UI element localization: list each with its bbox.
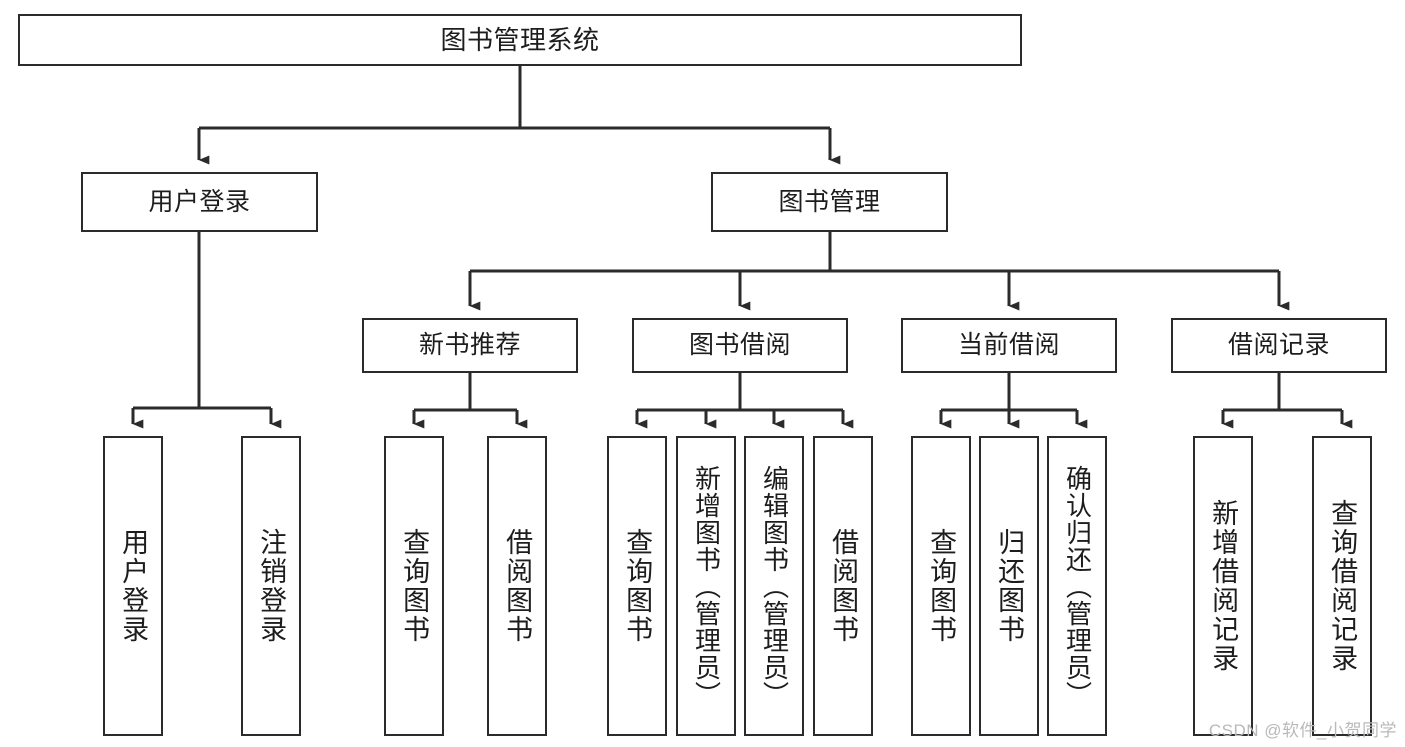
node-label: 确认归还（管理员）	[1062, 464, 1093, 708]
node-current-borrow[interactable]: 当前借阅	[901, 318, 1117, 373]
node-leaf-edit-book[interactable]: 编辑图书（管理员）	[744, 436, 804, 736]
node-new-book-recommend[interactable]: 新书推荐	[362, 318, 578, 373]
node-leaf-add-book[interactable]: 新增图书（管理员）	[676, 436, 736, 736]
node-book-management-system[interactable]: 图书管理系统	[18, 14, 1022, 66]
node-label: 借阅记录	[1227, 331, 1330, 359]
node-leaf-return-book[interactable]: 归还图书	[979, 436, 1039, 736]
node-label: 编辑图书（管理员）	[759, 464, 790, 708]
node-borrow-record[interactable]: 借阅记录	[1171, 318, 1387, 373]
node-leaf-add-record[interactable]: 新增借阅记录	[1193, 436, 1253, 736]
node-label: 当前借阅	[957, 331, 1060, 359]
node-label: 查询图书	[926, 528, 957, 644]
node-label: 用户登录	[148, 187, 251, 216]
node-label: 新增图书（管理员）	[691, 464, 722, 708]
node-label: 归还图书	[994, 528, 1025, 644]
node-leaf-borrow-book-2[interactable]: 借阅图书	[813, 436, 873, 736]
node-label: 借阅图书	[828, 528, 859, 644]
node-label: 图书管理	[778, 187, 881, 216]
node-label: 图书管理系统	[440, 25, 600, 55]
node-leaf-logout-login[interactable]: 注销登录	[241, 436, 301, 736]
node-book-borrow[interactable]: 图书借阅	[632, 318, 848, 373]
node-label: 注销登录	[256, 528, 287, 644]
watermark-text: CSDN @软件_小贺同学	[1208, 721, 1397, 740]
node-label: 新增借阅记录	[1208, 499, 1239, 673]
node-book-management[interactable]: 图书管理	[711, 172, 948, 232]
node-user-login[interactable]: 用户登录	[81, 172, 318, 232]
node-label: 新书推荐	[418, 331, 521, 359]
node-label: 图书借阅	[688, 331, 791, 359]
node-leaf-query-record[interactable]: 查询借阅记录	[1312, 436, 1372, 736]
node-label: 查询图书	[399, 528, 430, 644]
node-leaf-confirm-return[interactable]: 确认归还（管理员）	[1047, 436, 1107, 736]
node-label: 查询图书	[622, 528, 653, 644]
node-leaf-user-login[interactable]: 用户登录	[103, 436, 163, 736]
node-leaf-query-book-1[interactable]: 查询图书	[384, 436, 444, 736]
node-label: 查询借阅记录	[1327, 499, 1358, 673]
node-label: 用户登录	[118, 528, 149, 644]
node-leaf-borrow-book-1[interactable]: 借阅图书	[487, 436, 547, 736]
node-label: 借阅图书	[502, 528, 533, 644]
node-leaf-query-book-2[interactable]: 查询图书	[607, 436, 667, 736]
node-leaf-query-book-3[interactable]: 查询图书	[911, 436, 971, 736]
